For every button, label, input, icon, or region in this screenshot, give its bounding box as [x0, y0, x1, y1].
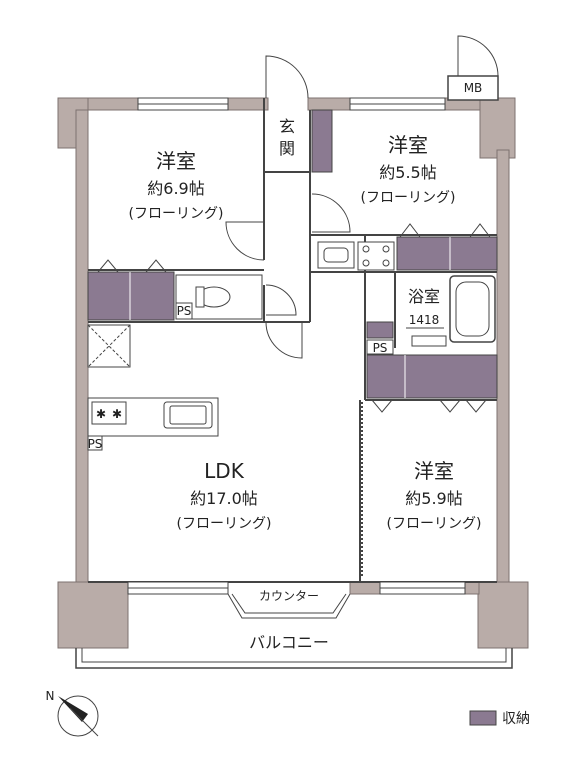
- counter-label: カウンター: [259, 589, 319, 603]
- entrance-line2: 関: [279, 139, 295, 158]
- western1-size: 約6.9帖: [147, 179, 204, 198]
- ps-box-2: PS: [366, 339, 394, 355]
- western1-name: 洋室: [156, 149, 196, 173]
- mb-box: MB: [447, 35, 499, 101]
- door-swings: [225, 55, 351, 359]
- bay-window: [227, 593, 351, 619]
- ldk-floor: (フローリング): [177, 516, 272, 532]
- bottom-windows: [127, 581, 466, 595]
- western3-floor: (フローリング): [387, 516, 482, 532]
- ps-label-3: PS: [88, 437, 103, 451]
- western2-name: 洋室: [388, 133, 428, 157]
- balcony-label: バルコニー: [249, 633, 329, 652]
- ps-label-1: PS: [177, 304, 192, 318]
- closet-doors: [97, 223, 491, 413]
- ldk-size: 約17.0帖: [190, 489, 258, 508]
- stove-icon: [91, 401, 127, 425]
- kitchen: ✱ ✱: [87, 324, 219, 451]
- bath-size: 1418: [409, 313, 440, 327]
- western1-floor: (フローリング): [129, 206, 224, 222]
- room-western-1: 洋室 約6.9帖 (フローリング): [129, 149, 224, 222]
- room-western-3: 洋室 約5.9帖 (フローリング): [387, 459, 482, 532]
- svg-text:✱: ✱: [112, 407, 122, 421]
- svg-text:✱: ✱: [96, 407, 106, 421]
- room-western-2: 洋室 約5.5帖 (フローリング): [361, 133, 456, 206]
- bath-name: 浴室: [408, 287, 440, 306]
- compass: N: [46, 689, 99, 737]
- western3-name: 洋室: [414, 459, 454, 483]
- compass-n-label: N: [46, 689, 55, 703]
- washroom: [317, 241, 395, 271]
- entrance-line1: 玄: [279, 117, 295, 136]
- western3-size: 約5.9帖: [405, 489, 462, 508]
- ldk-name: LDK: [204, 459, 245, 483]
- toilet-room: PS: [175, 274, 263, 320]
- top-windows: [137, 97, 446, 111]
- mb-label: MB: [464, 81, 483, 95]
- legend-label: 収納: [502, 711, 530, 727]
- room-entrance: 玄 関: [279, 117, 295, 158]
- western2-floor: (フローリング): [361, 190, 456, 206]
- western2-size: 約5.5帖: [379, 163, 436, 182]
- legend: 収納: [469, 710, 530, 727]
- balcony: バルコニー: [75, 633, 513, 669]
- storage-areas: [87, 109, 498, 399]
- bathroom: 浴室 1418: [406, 275, 496, 347]
- legend-swatch: [469, 710, 497, 726]
- ps-label-2: PS: [373, 341, 388, 355]
- compass-arrow-icon: [58, 696, 88, 722]
- fridge-space: [87, 324, 131, 368]
- outer-walls: [57, 97, 529, 649]
- room-ldk: LDK 約17.0帖 (フローリング): [177, 459, 272, 532]
